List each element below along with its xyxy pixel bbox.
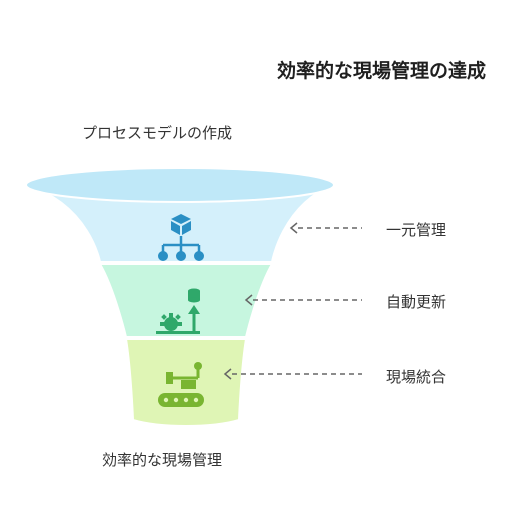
funnel-stage-2 bbox=[98, 263, 274, 338]
funnel-top-rim bbox=[25, 167, 335, 203]
diagram-title: 効率的な現場管理の達成 bbox=[276, 60, 486, 82]
robot-arm-conveyor-icon bbox=[158, 362, 204, 407]
gear-growth-database-icon bbox=[156, 288, 200, 334]
connector-arrow-1 bbox=[289, 222, 362, 234]
connector-arrow-3 bbox=[223, 368, 362, 380]
hierarchy-cube-icon bbox=[158, 214, 204, 261]
stage-label-1: 一元管理 bbox=[386, 221, 447, 239]
funnel-stage-1 bbox=[25, 184, 334, 263]
connector-arrow-2 bbox=[244, 294, 362, 306]
stage-label-3: 現場統合 bbox=[386, 368, 447, 386]
funnel-input-label: プロセスモデルの作成 bbox=[82, 124, 233, 142]
funnel-output-label: 効率的な現場管理 bbox=[102, 451, 223, 469]
stage-label-2: 自動更新 bbox=[386, 293, 447, 311]
